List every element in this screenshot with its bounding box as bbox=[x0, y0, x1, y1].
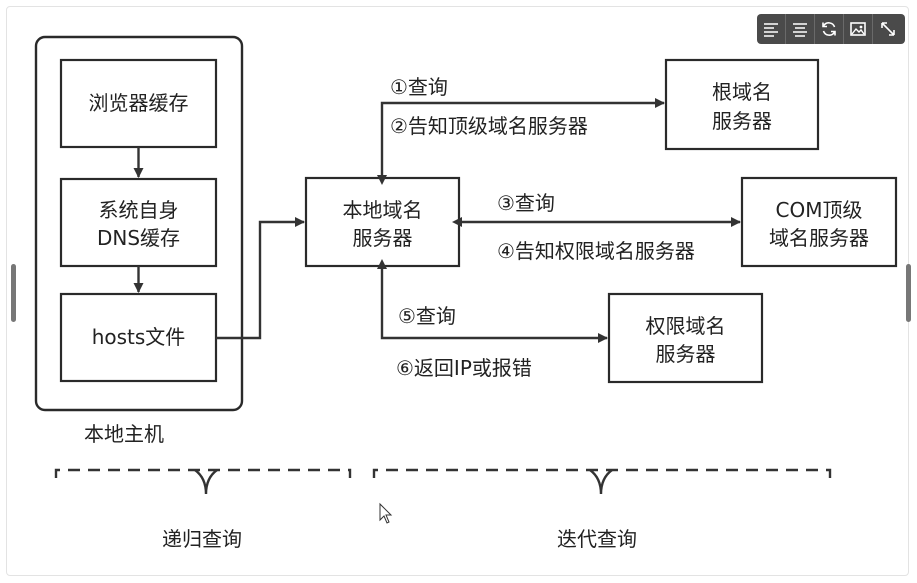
local-host-label: 本地主机 bbox=[84, 422, 164, 446]
right-resize-handle[interactable] bbox=[906, 264, 911, 322]
fullscreen-icon bbox=[880, 22, 895, 36]
step-6-label: ⑥返回IP或报错 bbox=[396, 356, 532, 380]
local-dns-label-1: 本地域名 bbox=[343, 198, 423, 222]
arrow-local-root bbox=[377, 98, 665, 185]
image-button[interactable] bbox=[844, 14, 873, 44]
iterative-query-brace bbox=[372, 468, 832, 478]
arrow-hosts-to-local-dns bbox=[216, 217, 305, 340]
authoritative-dns-label-2: 服务器 bbox=[656, 342, 716, 366]
align-left-button[interactable] bbox=[757, 14, 786, 44]
local-dns-box bbox=[304, 176, 461, 268]
authoritative-dns-label-1: 权限域名 bbox=[646, 314, 726, 338]
root-dns-box bbox=[664, 58, 820, 151]
hosts-file-label: hosts文件 bbox=[92, 325, 186, 349]
com-tld-dns-label-1: COM顶级 bbox=[776, 198, 863, 222]
root-dns-label-1: 根域名 bbox=[712, 80, 772, 104]
align-center-icon bbox=[793, 23, 807, 37]
image-icon bbox=[850, 22, 866, 36]
step-4-label: ④告知权限域名服务器 bbox=[497, 239, 695, 263]
local-host-container bbox=[34, 35, 244, 412]
align-left-icon bbox=[764, 23, 778, 37]
authoritative-dns-box bbox=[607, 292, 764, 384]
mouse-cursor-icon bbox=[379, 502, 393, 524]
arrow-local-authoritative bbox=[377, 259, 608, 343]
com-tld-dns-box bbox=[740, 176, 898, 268]
image-toolbar bbox=[757, 14, 905, 44]
align-center-button[interactable] bbox=[786, 14, 815, 44]
browser-cache-label: 浏览器缓存 bbox=[89, 91, 189, 115]
left-resize-handle[interactable] bbox=[11, 264, 16, 322]
root-dns-label-2: 服务器 bbox=[712, 109, 772, 133]
recursive-query-brace bbox=[54, 468, 352, 478]
system-dns-cache-box bbox=[59, 177, 218, 268]
com-tld-dns-label-2: 域名服务器 bbox=[769, 226, 869, 250]
local-dns-label-2: 服务器 bbox=[353, 226, 413, 250]
refresh-icon bbox=[822, 22, 836, 36]
system-dns-cache-label-2: DNS缓存 bbox=[97, 226, 180, 250]
recursive-query-label: 递归查询 bbox=[162, 527, 242, 551]
step-5-label: ⑤查询 bbox=[398, 304, 456, 328]
browser-cache-box bbox=[59, 58, 218, 149]
step-2-label: ②告知顶级域名服务器 bbox=[390, 114, 588, 138]
hosts-file-box bbox=[59, 292, 218, 383]
refresh-button[interactable] bbox=[815, 14, 844, 44]
iterative-query-label: 迭代查询 bbox=[557, 527, 637, 551]
recursive-brace-tip bbox=[194, 469, 218, 495]
fullscreen-button[interactable] bbox=[873, 14, 902, 44]
step-3-label: ③查询 bbox=[497, 191, 555, 215]
iterative-brace-tip bbox=[589, 469, 613, 495]
step-1-label: ①查询 bbox=[390, 75, 448, 99]
system-dns-cache-label-1: 系统自身 bbox=[99, 198, 179, 222]
